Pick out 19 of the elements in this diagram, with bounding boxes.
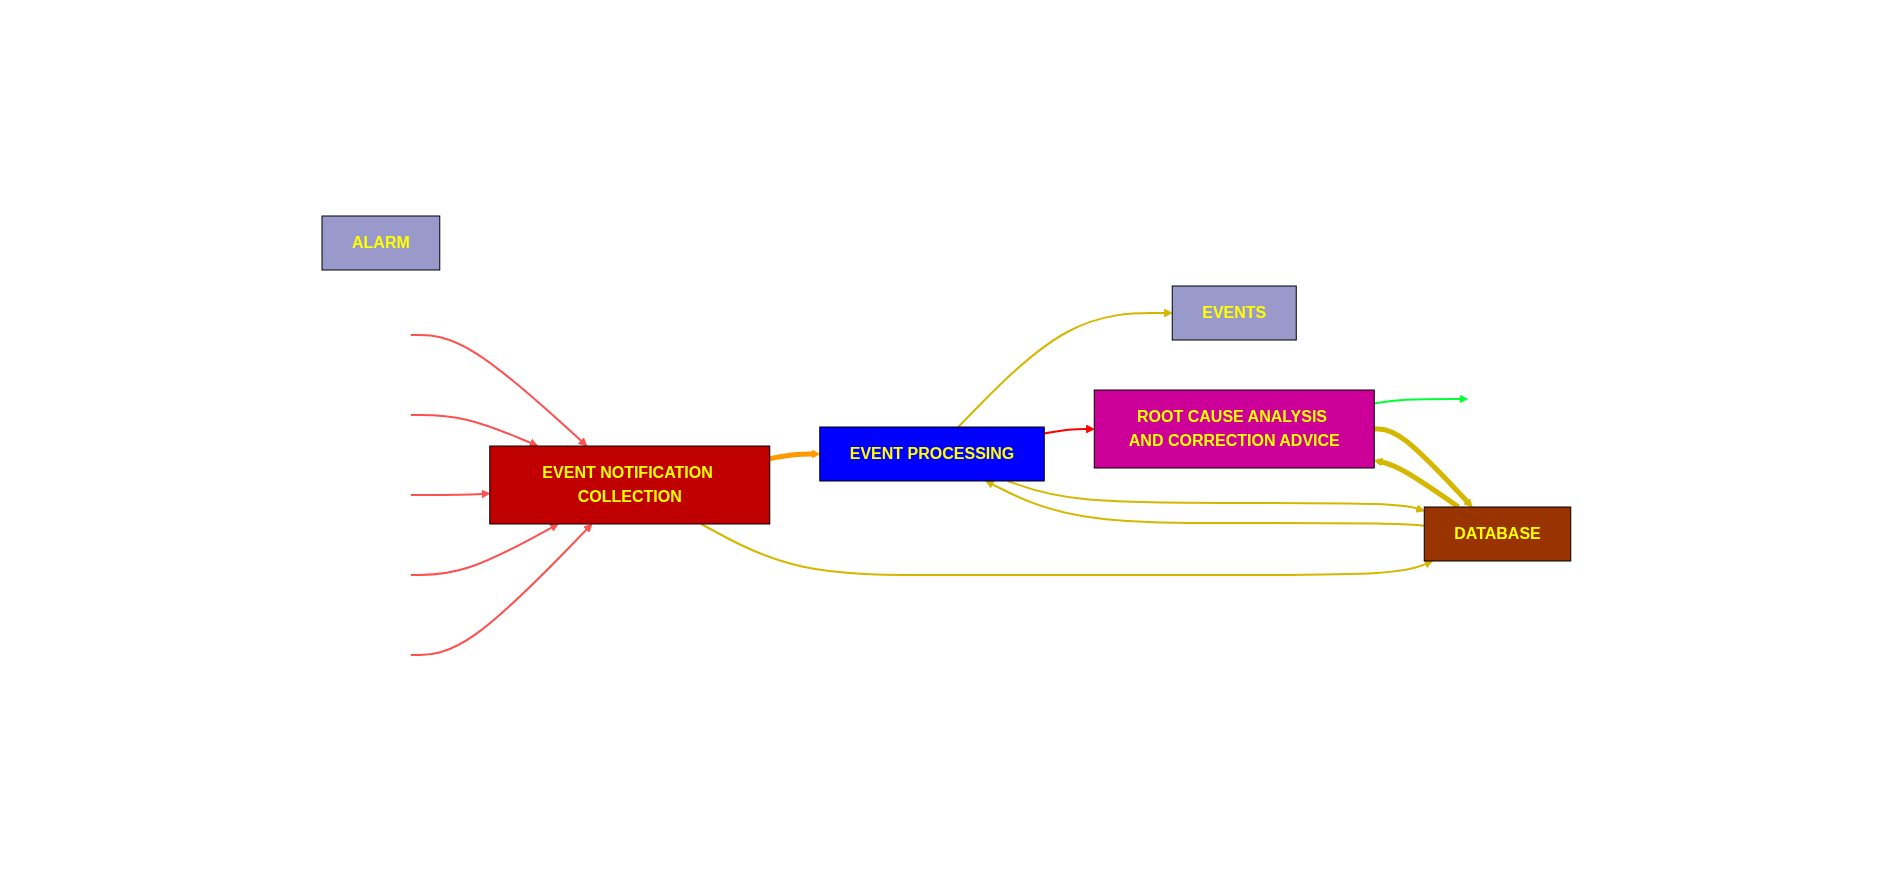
node-box: DATABASE: [1423, 506, 1572, 561]
arrow: [410, 333, 588, 446]
arrow: [410, 523, 593, 656]
node-box: EVENTS: [1171, 285, 1297, 340]
arrow: [410, 523, 559, 576]
node-box: EVENT NOTIFICATION COLLECTION: [489, 445, 771, 524]
arrow: [769, 449, 821, 461]
node-box: EVENT PROCESSING: [819, 426, 1045, 481]
arrow: [1043, 424, 1095, 435]
arrow: [957, 308, 1173, 428]
arrow: [985, 480, 1426, 527]
arrow: [1006, 479, 1425, 513]
arrow: [1373, 394, 1468, 405]
node-box: ALARM: [321, 215, 441, 270]
node-box: ROOT CAUSE ANALYSIS AND CORRECTION ADVICE: [1093, 389, 1375, 468]
arrow: [1374, 426, 1473, 507]
arrow: [700, 522, 1434, 576]
arrow: [410, 489, 491, 498]
arrow: [410, 413, 539, 447]
